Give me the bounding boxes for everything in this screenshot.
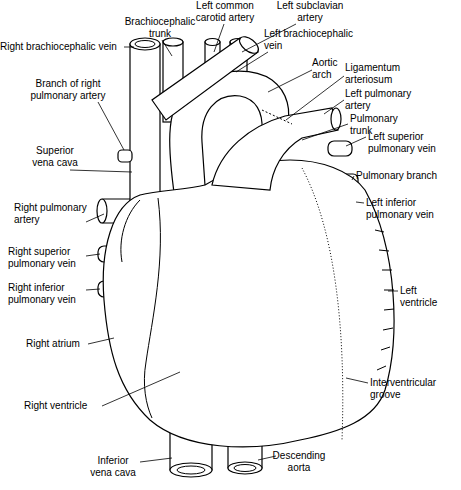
part-label: Right ventricle — [24, 400, 114, 412]
part-label: Right atrium — [26, 338, 106, 350]
part-label: Left subclavian artery — [268, 0, 352, 24]
part-label: Right brachiocephalic vein — [0, 41, 130, 53]
part-label: Left superior pulmonary vein — [368, 131, 452, 155]
part-label: Right pulmonary artery — [14, 202, 98, 226]
part-label: Left brachiocephalic vein — [264, 28, 364, 52]
leader-line — [286, 76, 344, 120]
auricle-line — [121, 200, 140, 262]
leader-line — [86, 214, 104, 222]
part-label: Branch of right pulmonary artery — [26, 78, 110, 102]
part-label: Right inferior pulmonary vein — [8, 282, 92, 306]
leader-line — [352, 176, 354, 180]
leader-line — [88, 338, 114, 344]
leader-line — [302, 124, 348, 140]
vessel-end — [228, 462, 262, 474]
vessel-end — [170, 463, 212, 477]
part-label: Pulmonary branch — [356, 170, 456, 182]
leader-line — [140, 458, 172, 462]
leader-line — [268, 70, 312, 92]
part-label: Interventricular groove — [370, 377, 454, 401]
leader-line — [214, 24, 224, 52]
vessel-end — [237, 33, 262, 56]
pulmonary-vein — [328, 141, 352, 156]
leader-line — [324, 100, 344, 114]
vessel-lumen — [234, 465, 256, 472]
part-label: Left ventricle — [400, 285, 446, 309]
leader-line — [346, 378, 368, 383]
ligamentum — [262, 110, 292, 124]
vessel-end — [97, 199, 107, 223]
leader-line — [70, 170, 132, 172]
leader-line — [102, 372, 180, 406]
leader-line — [86, 289, 100, 290]
part-label: Descending aorta — [268, 450, 330, 474]
part-label: Left inferior pulmonary vein — [366, 197, 450, 221]
interventricular-groove — [302, 168, 343, 440]
part-label: Superior vena cava — [28, 145, 82, 169]
shading-lines — [375, 230, 394, 370]
leader-line — [124, 47, 134, 48]
leader-line — [162, 40, 172, 56]
superior-vena-cava — [130, 44, 160, 204]
leader-line — [98, 102, 124, 150]
heart-body — [103, 108, 394, 447]
leader-line — [388, 291, 398, 292]
vessel-lumen — [135, 41, 155, 48]
vessel-end — [130, 38, 160, 50]
part-label: Left common carotid artery — [188, 0, 262, 24]
part-label: Left pulmonary artery — [345, 88, 419, 112]
right-pulmonary-branch — [118, 150, 132, 162]
leader-line — [346, 137, 366, 146]
atrium-border — [144, 198, 160, 418]
part-label: Ligamentum arteriosum — [345, 62, 409, 86]
pulmonary-trunk — [212, 108, 338, 190]
heart-outline — [103, 160, 394, 447]
leader-line — [86, 254, 100, 256]
part-label: Right superior pulmonary vein — [8, 246, 92, 270]
leader-line — [236, 52, 268, 72]
vessel-end — [163, 38, 183, 46]
leader-line — [356, 202, 364, 203]
part-label: Inferior vena cava — [86, 455, 140, 479]
vessel-lumen — [177, 466, 205, 474]
left-brachiocephalic-vein — [152, 38, 258, 120]
part-label: Brachiocephalic trunk — [120, 16, 200, 40]
